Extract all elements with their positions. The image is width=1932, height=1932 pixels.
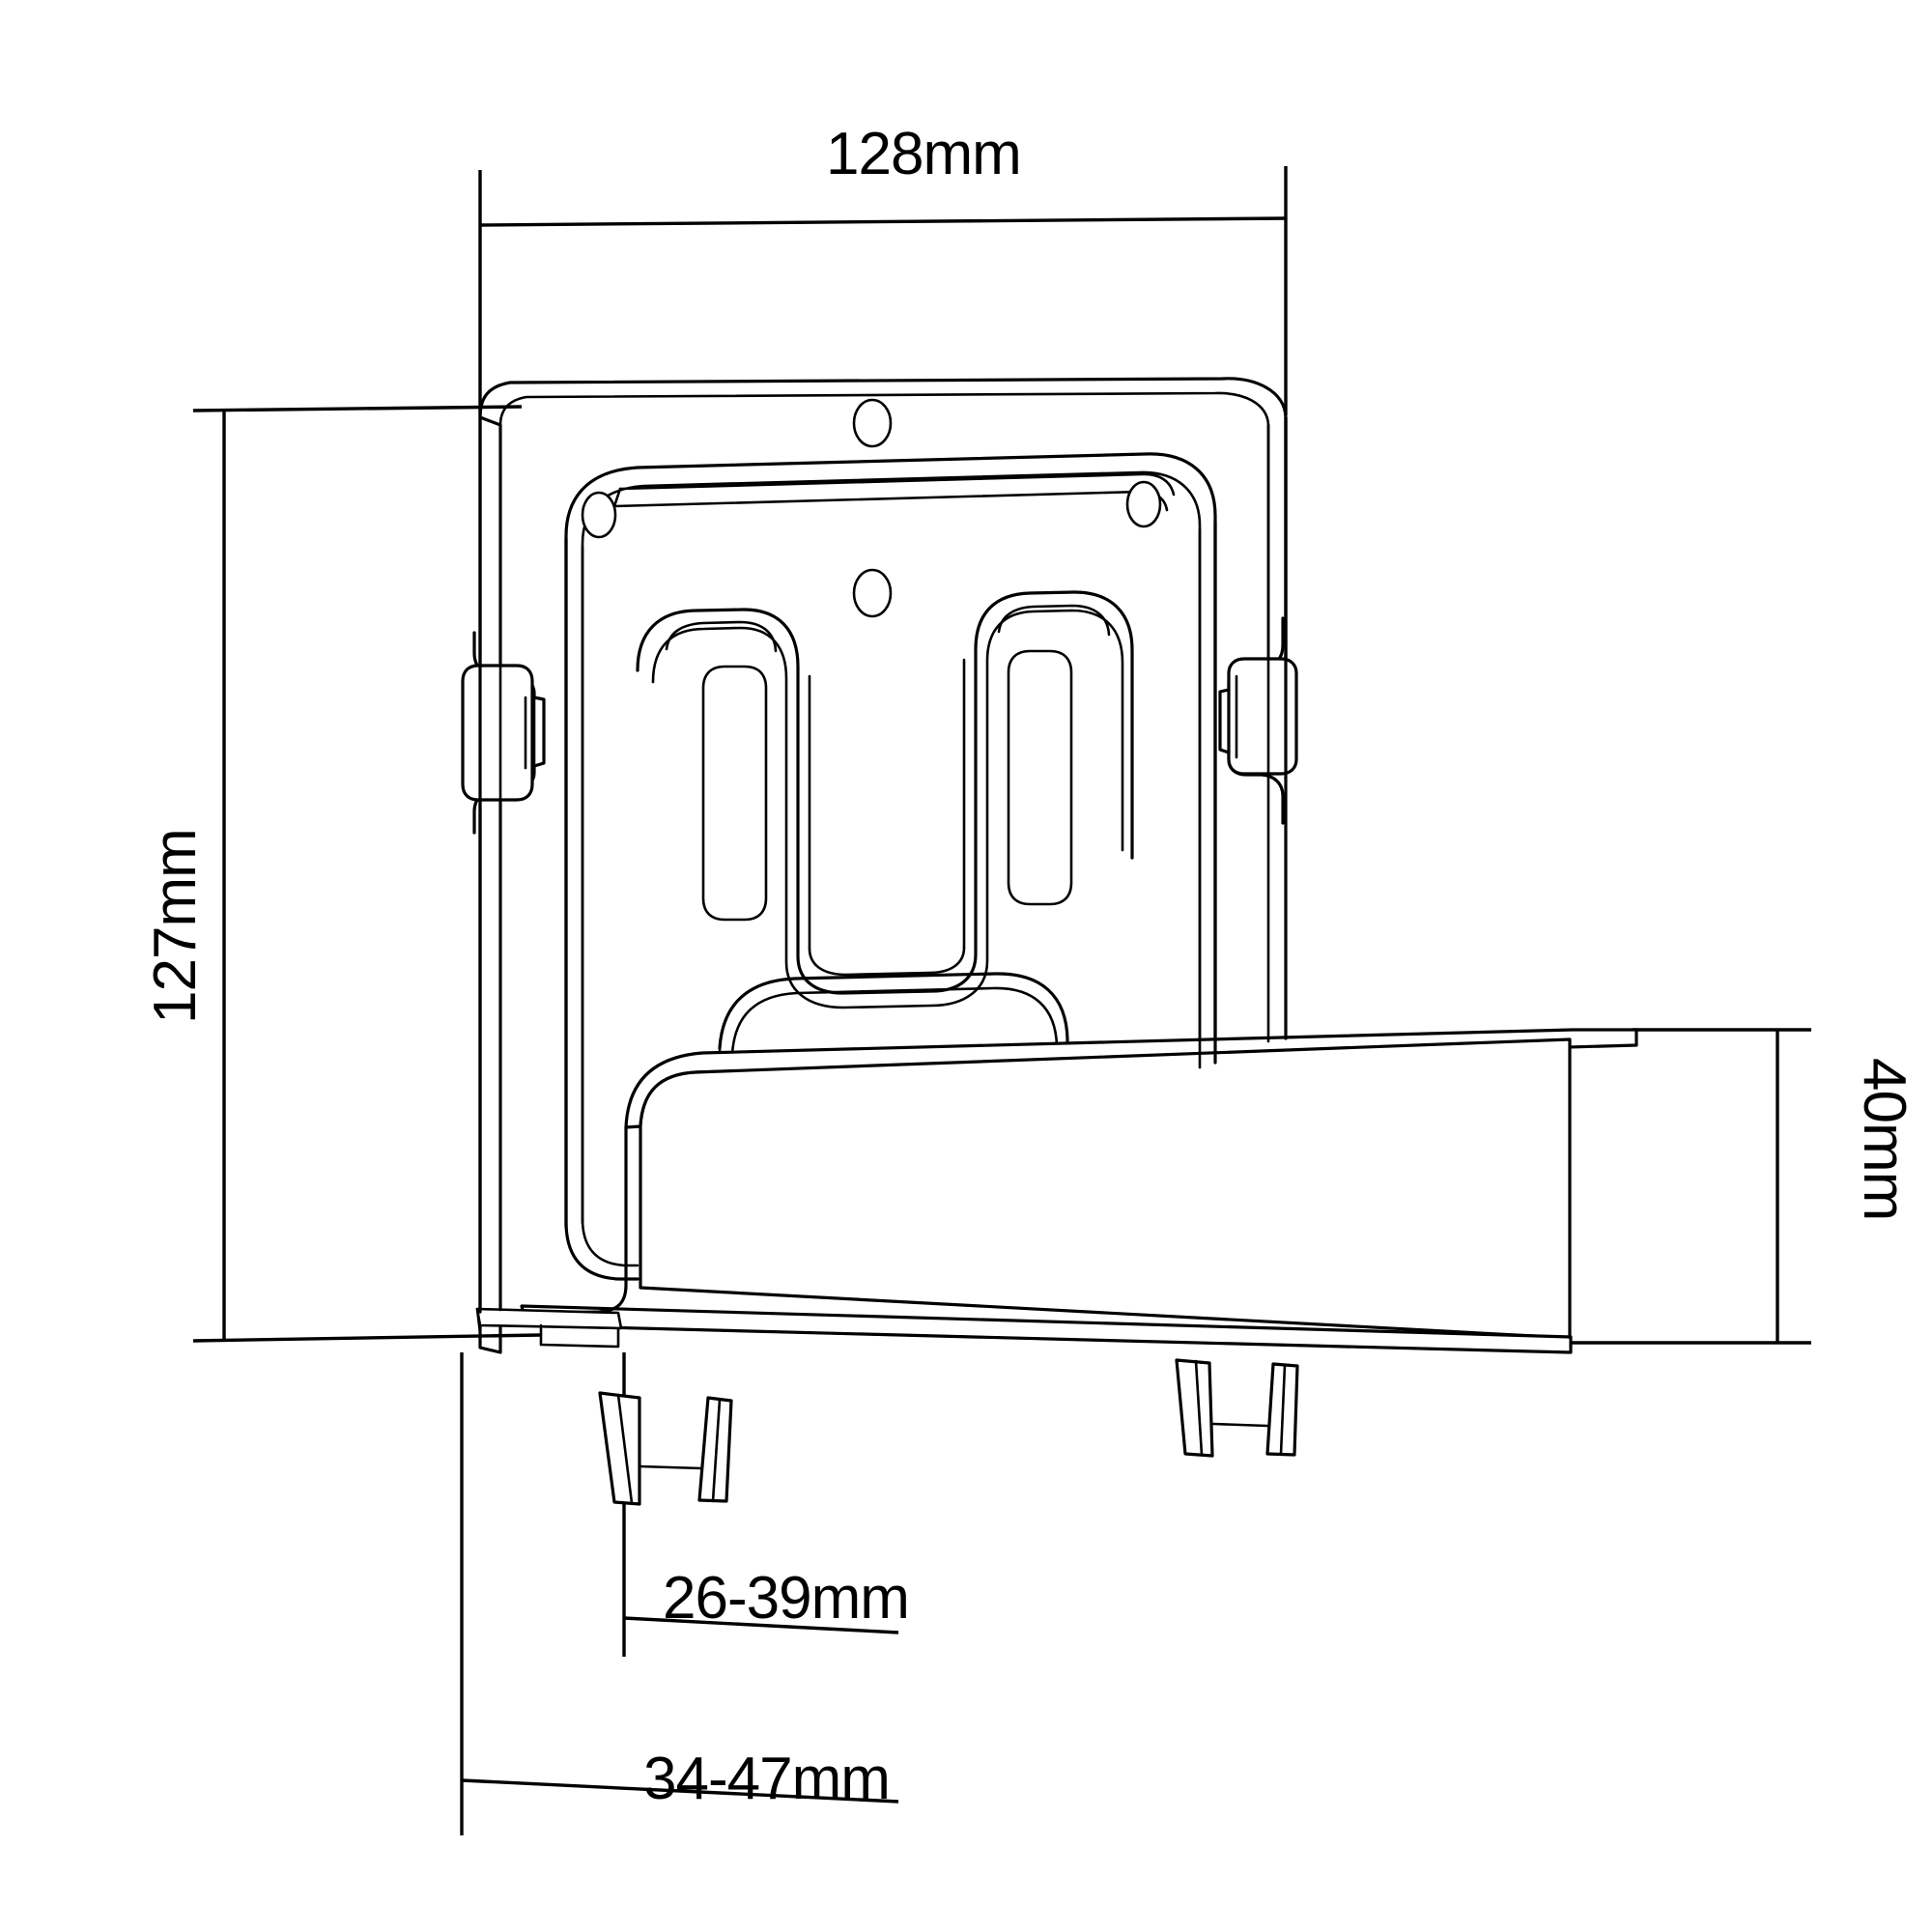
right-tab-plate: [1227, 657, 1298, 776]
dimension-127mm: [192, 405, 542, 1343]
dim-label-127mm: 127mm: [142, 829, 209, 1024]
u-slot-inner-band: [651, 609, 1124, 1009]
ext-line-127-top: [192, 405, 523, 412]
mounting-holes: [581, 398, 1162, 618]
left-tab-plate: [461, 664, 534, 802]
dim-label-34-47mm: 34-47mm: [643, 1746, 890, 1812]
right-foot-pair: [1175, 1358, 1299, 1458]
bottom-flange-top: [475, 1307, 623, 1330]
inner-plate-lip-left-end: [612, 487, 622, 508]
back-plate-top-inner-edge: [498, 391, 1270, 668]
left-foot-crossbar: [638, 1464, 703, 1470]
dimension-40mm: [1570, 1028, 1811, 1345]
dimension-128mm: [478, 166, 1288, 415]
bottom-flange-step: [539, 1323, 620, 1349]
ext-line-127-bottom: [192, 1333, 542, 1343]
inner-plate-top-lip: [618, 472, 1176, 497]
lower-pad-inner: [730, 986, 1059, 1101]
inner-plate-bottom-left-round-inner: [581, 1217, 639, 1267]
right-side-latch-tab: [1218, 616, 1298, 825]
u-slot-bottom-floor: [808, 946, 966, 977]
dim-line-2639: [623, 1616, 899, 1634]
inner-plate-bottom-curve: [564, 1217, 639, 1281]
front-support-shelf: [520, 1028, 1638, 1354]
left-foot-front-inner: [616, 1393, 634, 1505]
right-side-hole: [1125, 480, 1162, 528]
right-foot-front-inner: [1194, 1359, 1204, 1457]
dim-label-26-39mm: 26-39mm: [663, 1565, 909, 1632]
dim-line-128: [479, 216, 1287, 227]
dim-label-128mm: 128mm: [826, 121, 1021, 187]
lower-center-hole: [852, 568, 893, 618]
u-shaped-center-slot: [636, 590, 1134, 1009]
dim-label-40mm: 40mm: [1851, 1058, 1918, 1220]
back-plate-bottom-flange: [475, 1307, 623, 1349]
u-slot-left-arm-top-strip: [665, 620, 778, 653]
bottom-flange-left-edge: [475, 1307, 482, 1335]
dim-line-3447: [461, 1778, 899, 1804]
inner-plate-bottom-left-round: [564, 1220, 639, 1281]
right-foot-back-inner: [1279, 1363, 1287, 1456]
back-plate-outline: [478, 415, 502, 1354]
u-slot-left-opening: [701, 665, 768, 922]
upper-center-hole: [852, 398, 893, 448]
front-shelf-body: [639, 1037, 1572, 1340]
front-shelf-bottom-underline: [525, 1323, 1573, 1354]
left-foot-back-inner: [711, 1398, 722, 1503]
u-slot-right-arm-top-strip: [997, 604, 1111, 637]
back-plate-side-guides: [478, 413, 1288, 1314]
left-foot-pair: [598, 1391, 733, 1506]
right-foot-crossbar: [1211, 1422, 1269, 1428]
u-slot-outer-band: [636, 590, 1134, 995]
dimension-34-47mm: [460, 1352, 899, 1835]
inner-plate-outline: [564, 452, 1217, 1224]
front-shelf-left-corner: [525, 1125, 628, 1316]
lower-pad-outline: [718, 972, 1069, 1098]
right-foot-front: [1175, 1358, 1214, 1458]
u-slot-right-opening: [1007, 649, 1073, 906]
inner-plate-top-lip-2: [612, 490, 1169, 512]
back-plate-top-edge: [478, 377, 1288, 678]
left-side-hole: [581, 491, 617, 539]
left-side-latch-tab: [461, 631, 546, 835]
